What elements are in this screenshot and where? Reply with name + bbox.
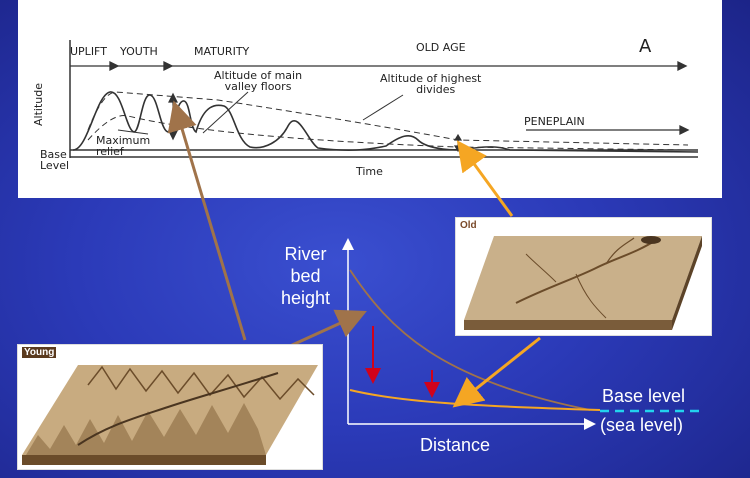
sea-level-label: (sea level) bbox=[600, 415, 684, 435]
old-block-label: Old bbox=[460, 220, 477, 231]
young-profile-curve bbox=[349, 269, 591, 411]
brown-link-arrow-profile bbox=[289, 309, 367, 348]
distance-label: Distance bbox=[420, 435, 491, 455]
maximum-relief-label: Maximum relief bbox=[96, 134, 151, 158]
young-block-label: Young bbox=[22, 347, 57, 358]
orange-link-arrow-profile bbox=[452, 336, 541, 408]
altitude-profile-curve bbox=[72, 91, 699, 153]
orange-link-arrow-top bbox=[456, 140, 514, 217]
main-valley-floors-label: Altitude of main valley floors bbox=[214, 69, 303, 93]
base-level-label: Base level bbox=[602, 386, 686, 406]
stage-peneplain-label: PENEPLAIN bbox=[524, 115, 585, 128]
stage-youth-label: YOUTH bbox=[120, 45, 158, 58]
erosion-cycle-diagram: UPLIFT YOUTH MATURITY OLD AGE A PENEPLAI… bbox=[18, 0, 722, 198]
stage-arrows bbox=[70, 60, 690, 136]
old-profile-curve bbox=[349, 389, 601, 411]
river-bed-height-label: River bed height bbox=[281, 244, 331, 308]
envelope-lines bbox=[87, 91, 689, 151]
highest-divides-label: Altitude of highest divides bbox=[380, 72, 482, 96]
leader-lines bbox=[117, 91, 404, 135]
stage-uplift-label: UPLIFT bbox=[70, 45, 107, 58]
stage-old-age-label: OLD AGE bbox=[416, 41, 466, 54]
young-landscape-block: Young bbox=[17, 344, 323, 470]
axes bbox=[69, 40, 698, 158]
old-block-svg bbox=[464, 236, 702, 330]
old-landscape-block: Old bbox=[455, 217, 712, 336]
panel-letter: A bbox=[639, 36, 652, 57]
young-block-svg bbox=[22, 365, 318, 465]
time-axis-label: Time bbox=[356, 165, 383, 178]
brown-link-arrow-top bbox=[167, 100, 247, 341]
base-level-axis-label: Base Level bbox=[40, 148, 70, 172]
stage-maturity-label: MATURITY bbox=[194, 45, 250, 58]
